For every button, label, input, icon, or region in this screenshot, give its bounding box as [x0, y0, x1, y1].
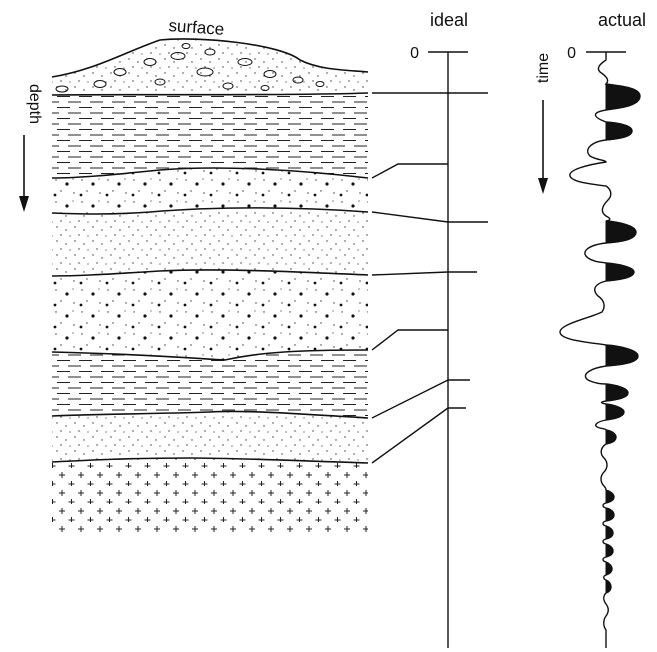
ideal-zero-label: 0 [410, 45, 419, 62]
layer-fine-sand-lower [52, 411, 368, 463]
connector-3 [371, 211, 449, 223]
surface-label: surface [168, 16, 225, 39]
ideal-label: ideal [430, 10, 468, 30]
actual-column [559, 51, 641, 648]
cross-section [51, 38, 369, 532]
actual-seismic-trace [559, 52, 641, 648]
boundary-4 [51, 269, 369, 277]
boundary-1 [51, 92, 369, 96]
connector-2 [371, 163, 412, 179]
actual-zero-label: 0 [567, 45, 576, 62]
connector-7 [371, 407, 449, 464]
layer-fine-sand-upper [52, 207, 368, 276]
depth-indicator: depth [19, 84, 43, 212]
gravel-pebbles [55, 43, 325, 93]
depth-label: depth [26, 84, 43, 124]
boundary-7 [51, 457, 369, 464]
time-arrowhead-icon [538, 178, 548, 194]
layer-boundaries [51, 38, 369, 464]
ideal-column [371, 51, 488, 648]
ground-surface-line [51, 38, 369, 78]
connector-5 [371, 329, 402, 351]
layer-shale-lower [52, 350, 368, 418]
layer-basement [52, 458, 368, 532]
boundary-2 [51, 167, 369, 179]
connector-4 [371, 271, 449, 276]
layer-coarse-sand-lower [52, 269, 368, 360]
time-label: time [535, 53, 552, 83]
actual-label: actual [598, 10, 646, 30]
trace-filled-lobes [605, 83, 641, 594]
time-indicator: time [535, 53, 552, 194]
layer-gravel [52, 38, 368, 95]
depth-arrowhead-icon [19, 196, 29, 212]
boundary-6 [51, 410, 369, 419]
layer-shale-upper [52, 93, 368, 178]
layer-coarse-sand-upper [52, 167, 368, 214]
connector-6 [371, 379, 449, 419]
boundary-3 [51, 207, 369, 215]
boundary-5 [51, 349, 369, 361]
